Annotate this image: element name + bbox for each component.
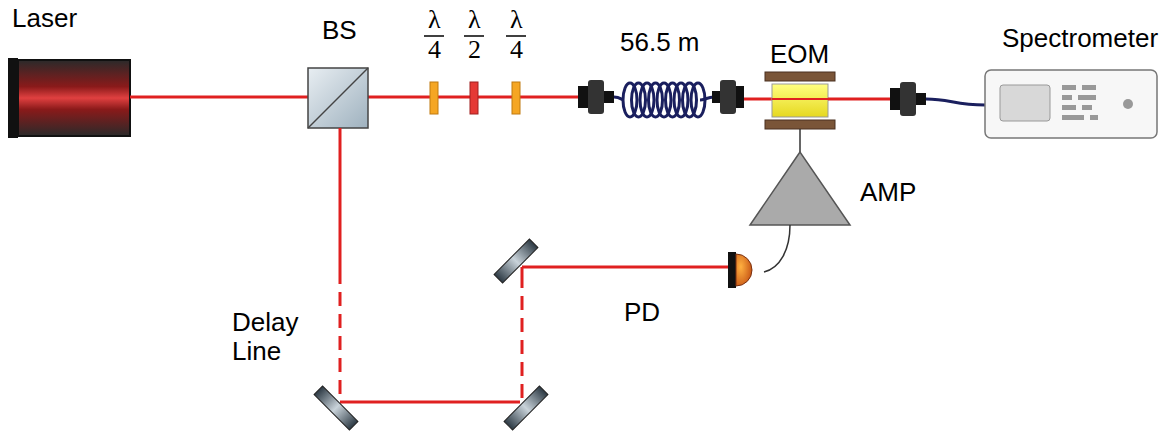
fraction-denominator: 4: [428, 36, 441, 65]
fraction-denominator: 2: [468, 36, 481, 65]
part-label: Delay Line: [232, 308, 312, 365]
part-label: AMP: [860, 178, 916, 207]
device-label: Spectrometer: [1002, 24, 1158, 53]
fraction-numerator: λ: [428, 6, 441, 35]
device-label: Laser: [12, 4, 77, 33]
part-label: BS: [322, 16, 357, 45]
fraction-denominator: 4: [510, 36, 523, 65]
fraction-numerator: λ: [468, 6, 481, 35]
part-label: EOM: [770, 40, 829, 69]
fiber-length: 56.5 m: [620, 28, 700, 57]
fraction-numerator: λ: [510, 6, 523, 35]
part-label: PD: [624, 298, 660, 327]
